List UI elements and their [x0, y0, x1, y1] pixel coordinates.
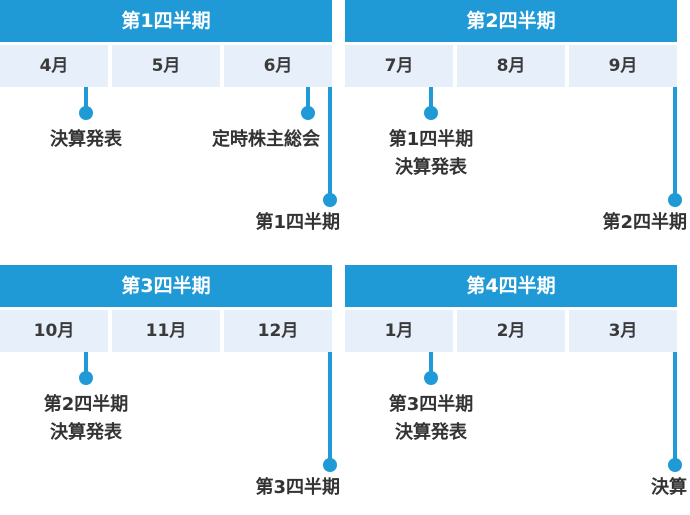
month-cell: 1月 [345, 310, 453, 352]
quarter-end-line [673, 87, 677, 197]
event-connector-line [84, 87, 88, 113]
quarter-end-label: 第3四半期 [255, 477, 340, 498]
quarter-header: 第3四半期 [0, 265, 332, 307]
event-label: 第1四半期決算発表 [376, 126, 486, 182]
month-cell: 11月 [112, 310, 220, 352]
event-label-line: 第3四半期 [388, 394, 474, 415]
event-label-line: 決算発表 [50, 129, 122, 150]
quarter-header: 第4四半期 [345, 265, 677, 307]
event-label: 定時株主総会 [212, 126, 320, 154]
event-dot [424, 106, 438, 120]
quarter-end-dot [323, 193, 337, 207]
month-cell: 5月 [112, 45, 220, 87]
event-label-line: 第2四半期 [43, 394, 129, 415]
event-label: 決算発表 [31, 126, 141, 154]
event-label: 第2四半期決算発表 [31, 391, 141, 447]
event-connector-line [84, 352, 88, 378]
quarter-end-line [328, 352, 332, 462]
month-cell: 9月 [569, 45, 677, 87]
event-dot [79, 106, 93, 120]
quarter-end-dot [668, 193, 682, 207]
quarter-end-dot [323, 458, 337, 472]
month-cell: 10月 [0, 310, 108, 352]
quarter-end-label: 決算 [651, 477, 687, 498]
month-cell: 7月 [345, 45, 453, 87]
event-label-line: 決算発表 [50, 422, 122, 443]
event-label-line: 第1四半期 [388, 129, 474, 150]
quarter-end-dot [668, 458, 682, 472]
event-dot [301, 106, 315, 120]
quarter-end-label: 第1四半期 [255, 212, 340, 233]
month-cell: 6月 [224, 45, 332, 87]
event-label-line: 決算発表 [395, 422, 467, 443]
quarter-header: 第1四半期 [0, 0, 332, 42]
event-dot [79, 371, 93, 385]
event-connector-line [429, 352, 433, 378]
month-cell: 8月 [457, 45, 565, 87]
event-label: 第3四半期決算発表 [376, 391, 486, 447]
quarter-header: 第2四半期 [345, 0, 677, 42]
quarter-end-line [328, 87, 332, 197]
month-cell: 3月 [569, 310, 677, 352]
event-label-line: 決算発表 [395, 157, 467, 178]
quarter-end-line [673, 352, 677, 462]
quarter-end-label: 第2四半期 [602, 212, 687, 233]
month-cell: 12月 [224, 310, 332, 352]
event-connector-line [429, 87, 433, 113]
month-cell: 4月 [0, 45, 108, 87]
event-label-line: 定時株主総会 [212, 129, 320, 150]
month-cell: 2月 [457, 310, 565, 352]
event-connector-line [306, 87, 310, 113]
event-dot [424, 371, 438, 385]
